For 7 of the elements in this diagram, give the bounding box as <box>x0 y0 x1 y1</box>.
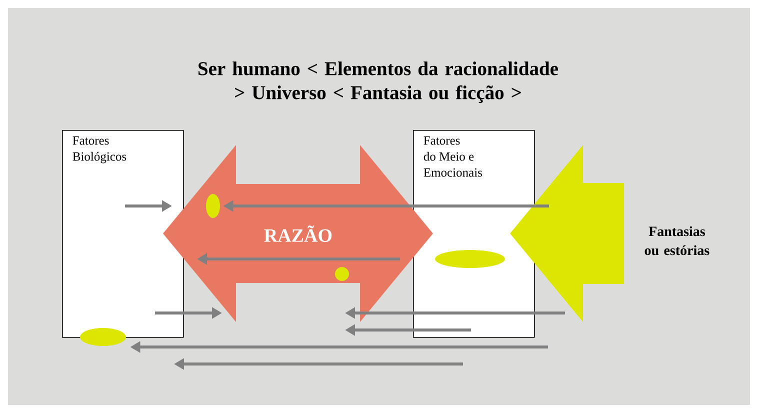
ellipse <box>80 328 126 346</box>
title: Ser humano < Elementos da racionalidade > Universo < Fantasia ou ficção > <box>198 62 558 104</box>
factor-box: Fatores Biológicos <box>62 130 184 338</box>
ellipse <box>435 250 505 268</box>
ellipse <box>206 194 220 218</box>
node-label: Fantasias ou estórias <box>644 226 710 256</box>
ellipse <box>335 267 349 281</box>
